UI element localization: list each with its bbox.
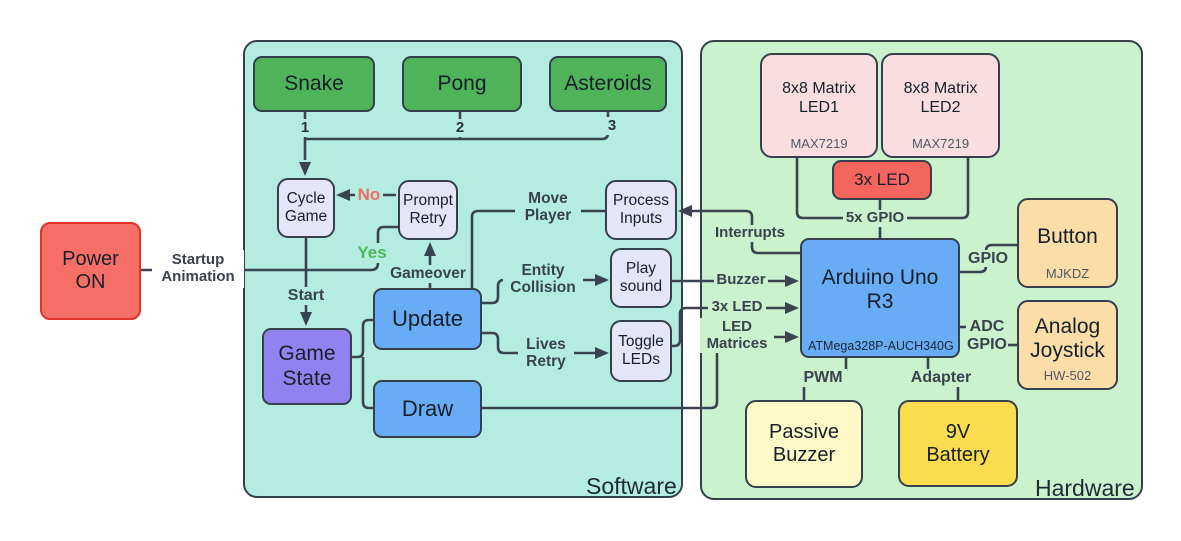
led-3x-label: 3x LED [854, 170, 910, 190]
toggle-leds-box: Toggle LEDs [610, 320, 672, 382]
process-inputs-box: Process Inputs [605, 180, 677, 240]
asteroids-label: Asteroids [564, 71, 652, 95]
snake-box: Snake [253, 56, 375, 112]
cycle-game-label: Cycle Game [284, 190, 328, 225]
play-sound-box: Play sound [610, 248, 672, 308]
edge-label-entity-collision: Entity Collision [503, 261, 583, 297]
joystick-label: Analog Joystick [1030, 314, 1105, 362]
button-chip-label: MJKDZ [1045, 266, 1090, 282]
game-number-3: 3 [604, 117, 620, 135]
edge-label-yes: Yes [355, 243, 389, 263]
edge-label-move-player: Move Player [515, 189, 581, 225]
arduino-usb-chip-label: CH340G [905, 338, 954, 353]
power-on-label: Power ON [62, 248, 119, 293]
edge-label-gameover: Gameover [386, 265, 470, 283]
battery-box: 9V Battery [898, 400, 1018, 487]
draw-box: Draw [373, 380, 482, 438]
matrix-led2-label: 8x8 Matrix LED2 [903, 80, 978, 116]
prompt-retry-label: Prompt Retry [403, 192, 453, 227]
matrix-led1-chip-label: MAX7219 [790, 136, 848, 152]
pong-box: Pong [402, 56, 522, 112]
button-label: Button [1037, 224, 1098, 248]
arduino-box: Arduino Uno R3 ATMega328P-AU CH340G [800, 238, 960, 358]
snake-label: Snake [284, 71, 344, 95]
prompt-retry-box: Prompt Retry [398, 180, 458, 240]
toggle-leds-label: Toggle LEDs [618, 333, 664, 368]
cycle-game-box: Cycle Game [277, 178, 335, 238]
edge-label-5x-gpio: 5x GPIO [843, 209, 907, 227]
passive-buzzer-box: Passive Buzzer [745, 400, 863, 488]
arduino-mcu-label: ATMega328P-AU [808, 338, 906, 353]
pong-label: Pong [437, 71, 487, 95]
update-label: Update [392, 306, 463, 332]
matrix-led2-box: 8x8 Matrix LED2 MAX7219 [881, 53, 1000, 158]
arduino-chip-row: ATMega328P-AU CH340G [808, 338, 954, 353]
game-state-box: Game State [262, 328, 352, 405]
edge-label-no: No [355, 185, 383, 205]
edge-label-buzzer: Buzzer [714, 271, 768, 289]
button-box: Button MJKDZ [1017, 198, 1118, 288]
game-number-1: 1 [297, 119, 313, 137]
arduino-label: Arduino Uno R3 [821, 265, 939, 313]
play-sound-label: Play sound [619, 260, 663, 295]
edge-label-3x-led: 3x LED [708, 298, 766, 316]
edge-label-start: Start [282, 287, 330, 305]
led-3x-box: 3x LED [832, 160, 932, 200]
process-inputs-label: Process Inputs [613, 192, 669, 227]
edge-label-interrupts: Interrupts [710, 224, 790, 242]
edge-label-led-matrices: LED Matrices [700, 318, 774, 353]
edge-label-adapter: Adapter [908, 369, 974, 387]
game-number-2: 2 [452, 119, 468, 137]
update-box: Update [373, 288, 482, 350]
power-on-box: Power ON [40, 222, 141, 320]
edge-label-gpio: GPIO [968, 249, 1009, 267]
draw-label: Draw [401, 396, 454, 422]
asteroids-box: Asteroids [549, 56, 667, 112]
joystick-chip-label: HW-502 [1043, 368, 1092, 384]
hardware-container-label: Hardware [1035, 475, 1135, 501]
joystick-box: Analog Joystick HW-502 [1017, 300, 1118, 390]
edge-label-adc-gpio: ADC GPIO [966, 318, 1008, 354]
battery-label: 9V Battery [926, 420, 990, 466]
edge-label-pwm: PWM [799, 369, 847, 387]
passive-buzzer-label: Passive Buzzer [768, 421, 840, 466]
matrix-led1-box: 8x8 Matrix LED1 MAX7219 [760, 53, 878, 158]
matrix-led2-chip-label: MAX7219 [911, 136, 970, 152]
startup-animation-label: Startup Animation [152, 250, 244, 288]
matrix-led1-label: 8x8 Matrix LED1 [782, 80, 856, 116]
edge-label-lives-retry: Lives Retry [518, 335, 574, 371]
software-container-label: Software [586, 473, 677, 499]
game-state-label: Game State [278, 342, 336, 390]
